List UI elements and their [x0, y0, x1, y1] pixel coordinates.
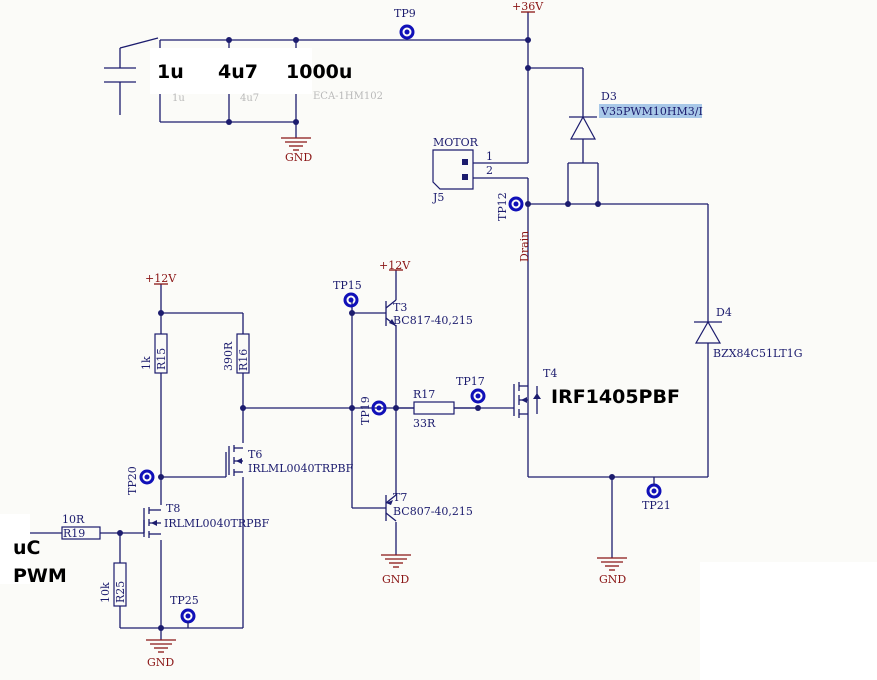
- mosfet-t8-symbol: [143, 507, 161, 538]
- gnd-symbol-right: [597, 557, 627, 571]
- resistor-r16-ref: R16: [237, 349, 250, 371]
- resistor-r17-val: 33R: [413, 417, 436, 430]
- cap-ghost-part: ECA-1HM102: [313, 91, 383, 102]
- bjt-t3-ref: T3: [393, 301, 407, 314]
- mosfet-t6-symbol: [228, 445, 243, 476]
- input-label-pwm: PWM: [13, 565, 67, 587]
- diode-d3-ref: D3: [601, 90, 617, 103]
- resistor-r17-body: [413, 401, 455, 415]
- connector-j5-symbol: [432, 149, 474, 190]
- resistor-r25-val: 10k: [99, 582, 112, 603]
- test-point-tp25[interactable]: [180, 608, 196, 624]
- cap-ghost-4u7: 4u7: [240, 93, 259, 104]
- resistor-r19-ref: R19: [63, 527, 85, 540]
- resistor-r15-ref: R15: [155, 348, 168, 370]
- resistor-r19-val: 10R: [62, 513, 85, 526]
- resistor-r16-val: 390R: [222, 341, 235, 371]
- test-point-tp15-label: TP15: [333, 279, 362, 292]
- bjt-t7-ref: T7: [393, 491, 407, 504]
- mosfet-t4-ref: T4: [543, 367, 557, 380]
- resistor-r25-ref: R25: [114, 581, 127, 603]
- mosfet-t4-symbol: [478, 382, 541, 418]
- test-point-tp9[interactable]: [399, 24, 415, 40]
- test-point-tp9-label: TP9: [394, 7, 416, 20]
- connector-pin1: 1: [486, 150, 493, 163]
- input-label-box: [0, 514, 30, 584]
- test-point-tp19-label: TP19: [359, 396, 372, 425]
- diode-d3-part-highlight: [599, 104, 702, 118]
- gnd-symbol-mid: [381, 554, 411, 568]
- diode-d3-part: V35PWM10HM3/I: [600, 105, 703, 118]
- gnd-label-left: GND: [147, 656, 174, 669]
- test-point-tp17[interactable]: [470, 388, 486, 404]
- diode-d4-ref: D4: [716, 306, 732, 319]
- resistor-r17-ref: R17: [413, 388, 435, 401]
- bjt-t7-symbol: [385, 494, 397, 522]
- diode-d4-part: BZX84C51LT1G: [713, 347, 803, 360]
- test-point-tp21-label: TP21: [642, 499, 671, 512]
- cap-overlay-1000u: 1000u: [286, 61, 352, 83]
- net-drain-label: Drain: [518, 231, 531, 262]
- diode-d4-symbol: [694, 320, 722, 344]
- gnd-label-mid: GND: [382, 573, 409, 586]
- rail-36v-label: +36V: [512, 0, 544, 13]
- mosfet-t6-ref: T6: [248, 448, 262, 461]
- resistor-r25-body: [113, 562, 127, 607]
- test-point-tp12-label: TP12: [496, 192, 509, 221]
- cap-overlay-4u7: 4u7: [218, 61, 258, 83]
- mosfet-t6-part: IRLML0040TRPBF: [248, 462, 354, 475]
- test-point-tp21[interactable]: [646, 483, 662, 499]
- resistor-r19-body: [61, 526, 101, 540]
- test-point-tp19[interactable]: [371, 400, 387, 416]
- connector-j5-ref: J5: [432, 191, 444, 204]
- input-label-uc: uC: [13, 537, 40, 559]
- test-point-tp20-label: TP20: [126, 466, 139, 495]
- gnd-label-right: GND: [599, 573, 626, 586]
- connector-pin2: 2: [486, 164, 493, 177]
- gnd-label-caps: GND: [285, 151, 312, 164]
- mosfet-t8-part: IRLML0040TRPBF: [164, 517, 270, 530]
- rail-12v-left-label: +12V: [145, 272, 177, 285]
- diode-d3-symbol: [569, 85, 597, 140]
- gnd-symbol-caps: [281, 137, 311, 151]
- bjt-t3-part: BC817-40,215: [393, 314, 473, 327]
- cap-overlay-box: [150, 48, 312, 94]
- gnd-symbol-left: [146, 639, 176, 653]
- cap-ghost-1u: 1u: [172, 93, 185, 104]
- bjt-t7-part: BC807-40,215: [393, 505, 473, 518]
- rail-12v-mid-label: +12V: [379, 259, 411, 272]
- test-point-tp20[interactable]: [139, 469, 155, 485]
- test-point-tp15[interactable]: [343, 292, 359, 308]
- test-point-tp17-label: TP17: [456, 375, 485, 388]
- cap-overlay-1u: 1u: [157, 61, 184, 83]
- bjt-t3-symbol: [385, 299, 397, 327]
- test-point-tp12[interactable]: [508, 196, 524, 212]
- connector-j5-name: MOTOR: [433, 136, 479, 149]
- test-point-tp25-label: TP25: [170, 594, 199, 607]
- mosfet-t4-part: IRF1405PBF: [551, 386, 680, 408]
- resistor-r15-body: [154, 333, 168, 374]
- resistor-r15-val: 1k: [140, 356, 153, 370]
- junction-dots: [117, 37, 615, 631]
- blank-corner: [700, 562, 877, 680]
- mosfet-t8-ref: T8: [166, 502, 180, 515]
- resistor-r16-body: [236, 333, 250, 374]
